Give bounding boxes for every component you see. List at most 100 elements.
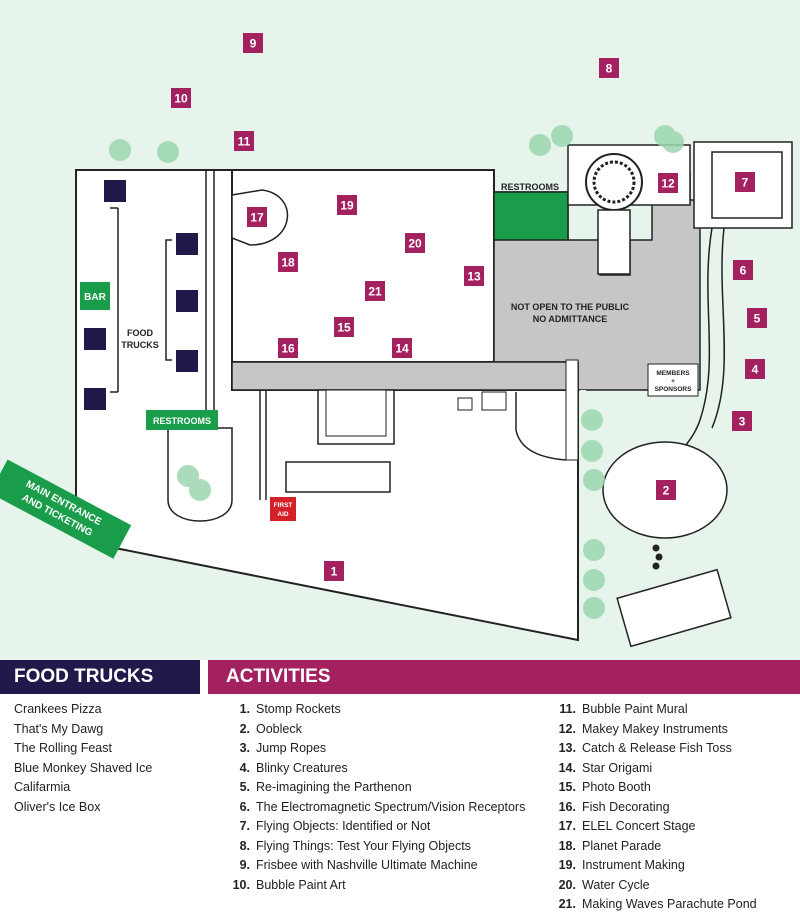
walkway — [231, 361, 579, 391]
activity-marker-box — [735, 172, 755, 192]
activity-marker-box — [171, 88, 191, 108]
main-entrance-banner — [0, 459, 132, 559]
food-trucks-line2: TRUCKS — [121, 340, 159, 350]
food-truck — [176, 290, 198, 312]
activity-name: Frisbee with Nashville Ultimate Machine — [256, 858, 478, 872]
activity-marker-7: 7 — [735, 172, 755, 192]
activity-item: 12.Makey Makey Instruments — [548, 720, 757, 740]
activity-marker-box — [747, 308, 767, 328]
members-line3: SPONSORS — [655, 386, 693, 393]
activity-marker-3: 3 — [732, 411, 752, 431]
bar-label — [80, 282, 110, 310]
activity-number: 14. — [558, 760, 576, 775]
food-truck-item: That's My Dawg — [14, 721, 104, 736]
activity-marker-box — [732, 411, 752, 431]
activity-marker-number: 2 — [663, 484, 670, 498]
activity-name: The Electromagnetic Spectrum/Vision Rece… — [256, 799, 526, 814]
first-aid-sign — [270, 497, 296, 521]
activity-name: Water Cycle — [582, 877, 650, 892]
restrooms-left-text: RESTROOMS — [153, 416, 211, 426]
activity-name: Making Waves Parachute Pond — [582, 897, 757, 911]
food-trucks-line1: FOOD — [127, 328, 153, 338]
activity-marker-number: 7 — [742, 176, 749, 190]
activity-number: 16. — [558, 799, 576, 814]
activity-marker-5: 5 — [747, 308, 767, 328]
activity-marker-11: 11 — [234, 131, 254, 151]
activity-name: Re-imagining the Parthenon — [256, 780, 412, 794]
activity-marker-number: 13 — [467, 270, 481, 284]
food-truck — [176, 350, 198, 372]
activity-marker-box — [247, 207, 267, 227]
event-map: BAR RESTROOMS FOOD TRUCKS RESTROOMS NOT … — [0, 0, 800, 660]
restrooms-left-label — [146, 410, 218, 430]
activity-item: 11.Bubble Paint Mural — [548, 700, 757, 720]
first-aid-line2: AID — [277, 511, 289, 518]
activity-number: 9. — [239, 858, 250, 872]
activity-number: 19. — [558, 858, 576, 872]
activity-marker-number: 15 — [337, 321, 351, 335]
activity-marker-18: 18 — [278, 252, 298, 272]
activity-item: 19. Instrument Making — [548, 856, 757, 876]
activity-marker-box — [337, 195, 357, 215]
activity-marker-box — [278, 252, 298, 272]
first-aid-line1: FIRST — [274, 502, 293, 509]
activity-item: 17. ELEL Concert Stage — [548, 817, 757, 837]
activity-marker-box — [733, 260, 753, 280]
food-trucks-title: FOOD TRUCKS — [0, 660, 200, 694]
activity-name: Instrument Making — [582, 858, 685, 872]
activity-marker-10: 10 — [171, 88, 191, 108]
trees — [109, 125, 684, 619]
activity-name: Oobleck — [256, 721, 302, 736]
food-truck-item: The Rolling Feast — [14, 741, 112, 755]
activity-number: 17. — [558, 819, 576, 833]
activity-marker-number: 11 — [238, 135, 251, 149]
activity-marker-number: 10 — [174, 92, 188, 106]
restrooms-top-text: RESTROOMS — [501, 182, 559, 192]
activity-marker-21: 21 — [365, 281, 385, 301]
activity-item: 21. Making Waves Parachute Pond — [548, 895, 757, 915]
bar-text: BAR — [84, 292, 106, 303]
activity-name: Jump Ropes — [256, 741, 327, 755]
food-truck — [104, 180, 126, 202]
members-sign — [647, 363, 699, 397]
activity-marker-box — [405, 233, 425, 253]
activity-marker-8: 8 — [599, 58, 619, 78]
activity-item: 6.The Electromagnetic Spectrum/Vision Re… — [222, 798, 526, 818]
activity-item: 5.Re-imagining the Parthenon — [222, 778, 525, 798]
activity-marker-number: 3 — [739, 415, 746, 429]
activity-marker-number: 17 — [250, 211, 264, 225]
activity-marker-1: 1 — [324, 561, 344, 581]
food-truck-item: Califarmia — [14, 780, 71, 794]
activity-item: 18.Planet Parade — [548, 837, 757, 857]
activity-marker-number: 20 — [408, 237, 422, 251]
food-truck-item: Oliver's Ice Box — [14, 799, 101, 814]
activity-number: 2. — [239, 721, 250, 736]
activity-marker-number: 12 — [661, 177, 675, 191]
activity-item: 14. Star Origami — [548, 759, 757, 779]
food-truck — [176, 233, 198, 255]
activity-marker-number: 4 — [752, 363, 759, 377]
activity-item: 16.Fish Decorating — [548, 798, 757, 818]
activity-name: ELEL Concert Stage — [582, 819, 696, 833]
activity-marker-box — [234, 131, 254, 151]
activity-name: Photo Booth — [582, 780, 651, 794]
activity-marker-2: 2 — [656, 480, 676, 500]
activity-number: 3. — [239, 741, 250, 755]
activity-marker-number: 16 — [281, 342, 295, 356]
activity-number: 1. — [239, 702, 250, 716]
activity-marker-number: 14 — [395, 342, 409, 356]
activity-number: 21. — [558, 897, 576, 911]
activity-marker-number: 8 — [606, 62, 613, 76]
activity-name: Star Origami — [582, 760, 653, 775]
activity-name: Flying Objects: Identified or Not — [256, 819, 431, 833]
activity-marker-number: 6 — [740, 264, 747, 278]
activity-item: 8.Flying Things: Test Your Flying Object… — [222, 837, 525, 857]
activity-marker-6: 6 — [733, 260, 753, 280]
activity-name: Blinky Creatures — [256, 760, 348, 775]
no-public-line1: NOT OPEN TO THE PUBLIC — [511, 302, 630, 312]
activity-name: Bubble Paint Mural — [582, 702, 688, 716]
activity-name: Stomp Rockets — [256, 702, 341, 716]
